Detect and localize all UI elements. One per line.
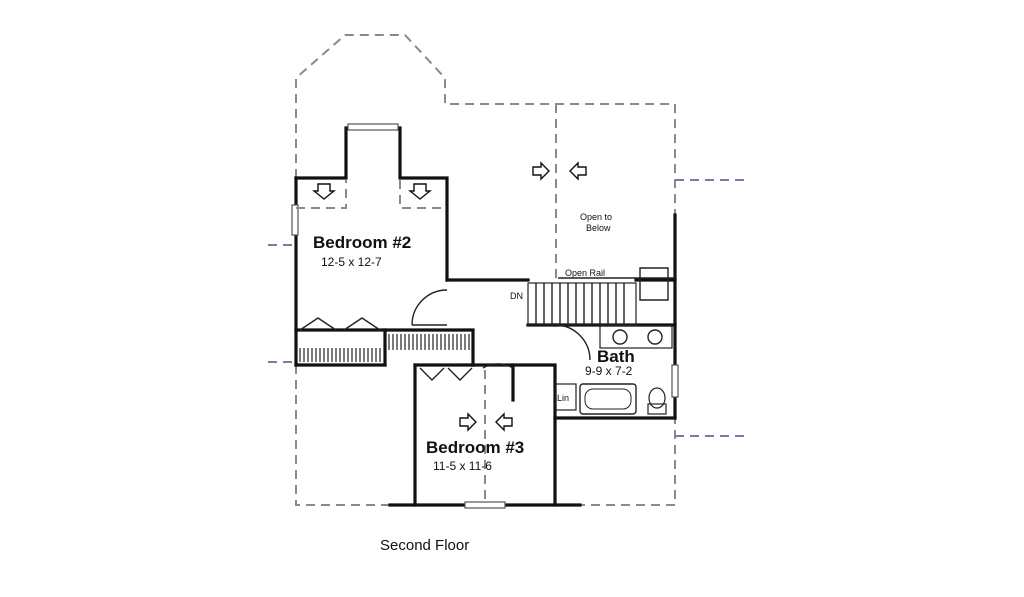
- bedroom2-dims: 12-5 x 12-7: [321, 255, 382, 269]
- bath-name: Bath: [597, 347, 635, 366]
- vault-lines: [296, 180, 447, 209]
- bath-dims: 9-9 x 7-2: [585, 364, 633, 378]
- arrow-right-icon: [459, 412, 477, 432]
- bath-fixtures: [555, 325, 673, 415]
- dashed-outline: [268, 34, 745, 506]
- staircase: [527, 267, 675, 326]
- ceiling-arrows: [312, 161, 587, 432]
- arrow-left-icon: [569, 161, 587, 181]
- floor-caption: Second Floor: [380, 537, 469, 554]
- open-to-below-line1: Open to: [580, 212, 612, 222]
- arrow-left-icon: [495, 412, 513, 432]
- stair-dn-label: DN: [510, 291, 523, 301]
- bedroom3-name: Bedroom #3: [426, 438, 524, 457]
- open-to-below-line2: Below: [586, 223, 611, 233]
- arrow-down-icon: [312, 183, 336, 200]
- windows: [291, 123, 679, 509]
- bedroom2-name: Bedroom #2: [313, 233, 411, 252]
- linen-label: Lin: [557, 393, 569, 403]
- arrow-down-icon: [408, 183, 432, 200]
- open-rail-label: Open Rail: [565, 268, 605, 278]
- arrow-right-icon: [532, 161, 550, 181]
- closet-shelving: [299, 334, 470, 362]
- bedroom3-dims: 11-5 x 11-6: [433, 459, 492, 473]
